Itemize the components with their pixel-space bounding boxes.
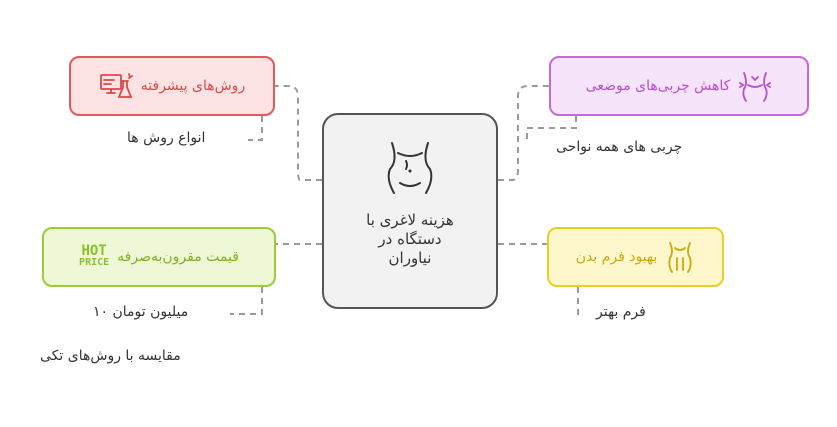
body-shape-icon	[668, 242, 692, 273]
detail-local-fat: چربی های همه نواحی	[556, 139, 683, 155]
waist-icon	[387, 142, 433, 194]
center-topic-box: هزینه لاغری با دستگاه در نیاوران	[322, 113, 498, 309]
connector-shape-detail	[577, 287, 584, 315]
body-reduction-icon	[739, 72, 772, 102]
center-line-1: هزینه لاغری با	[366, 211, 454, 229]
node-body-shape-label: بهبود فرم بدن	[575, 249, 658, 265]
node-body-shape: بهبود فرم بدن	[547, 227, 724, 287]
connector-advanced-detail	[248, 116, 263, 141]
hot-price-icon-line2: PRICE	[79, 257, 110, 268]
detail-cost-amount: میلیون تومان ۱۰	[93, 304, 189, 320]
hot-price-icon-line1: HOT	[81, 243, 107, 259]
hot-price-icon: HOT PRICE	[79, 243, 110, 269]
connector-advanced	[275, 85, 322, 181]
computer-flask-icon	[99, 73, 133, 98]
center-topic-text: هزینه لاغری با دستگاه در نیاوران	[332, 211, 488, 268]
node-advanced-methods: روش‌های پیشرفته	[69, 56, 275, 116]
center-line-3: نیاوران	[388, 249, 432, 267]
detail-cost-comparison: مقایسه با روش‌های تکی	[40, 348, 181, 364]
node-advanced-methods-label: روش‌های پیشرفته	[140, 78, 246, 94]
detail-advanced-methods: انواع روش ها	[127, 130, 206, 146]
node-local-fat-label: کاهش چربی‌های موضعی	[585, 78, 731, 94]
node-cost-effective-label: قیمت مقرون‌به‌صرفه	[117, 249, 239, 265]
node-local-fat: کاهش چربی‌های موضعی	[549, 56, 809, 116]
connector-local-fat	[498, 85, 549, 181]
connector-local-fat-detail	[526, 116, 577, 140]
center-line-2: دستگاه در	[378, 230, 442, 248]
detail-body-shape: فرم بهتر	[596, 304, 646, 320]
node-cost-effective: HOT PRICE قیمت مقرون‌به‌صرفه	[42, 227, 276, 287]
connector-cost-detail	[230, 287, 263, 315]
